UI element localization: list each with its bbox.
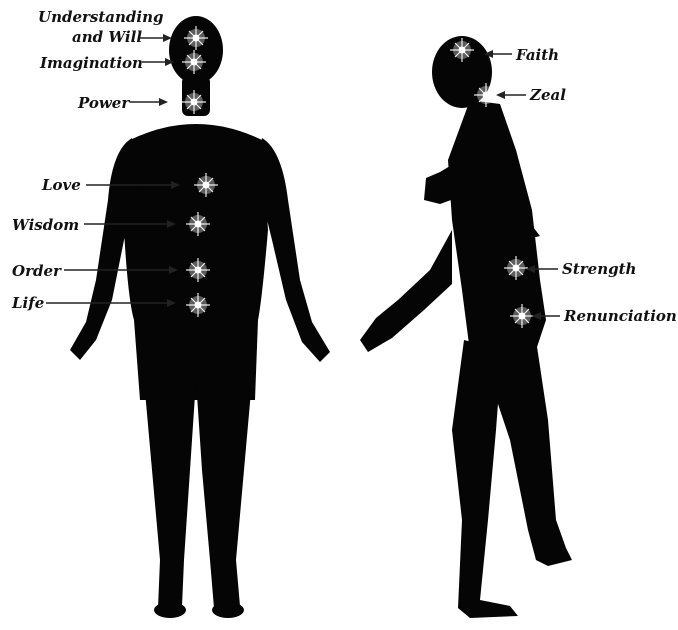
label-understanding-line1: Understanding <box>38 8 164 26</box>
label-zeal: Zeal <box>496 86 566 104</box>
label-zeal-text: Zeal <box>529 86 566 104</box>
walking-figure <box>360 36 572 618</box>
label-love-text: Love <box>41 176 81 194</box>
label-understanding-line2: and Will <box>72 28 142 46</box>
label-order-text: Order <box>12 262 62 280</box>
label-strength-text: Strength <box>562 260 636 278</box>
label-renunciation-text: Renunciation <box>563 307 677 325</box>
label-faith: Faith <box>484 46 559 64</box>
zeal-arrowhead <box>496 91 505 99</box>
label-life-text: Life <box>11 294 44 312</box>
label-imagination-text: Imagination <box>39 54 143 72</box>
label-wisdom-text: Wisdom <box>12 216 79 234</box>
power-arrowhead <box>159 98 168 106</box>
label-faith-text: Faith <box>515 46 559 64</box>
label-power: Power <box>77 94 168 112</box>
label-strength: Strength <box>526 260 636 278</box>
label-imagination: Imagination <box>39 54 174 72</box>
label-power-text: Power <box>77 94 130 112</box>
label-renunciation: Renunciation <box>532 307 677 325</box>
label-understanding: Understanding and Will <box>38 8 172 46</box>
